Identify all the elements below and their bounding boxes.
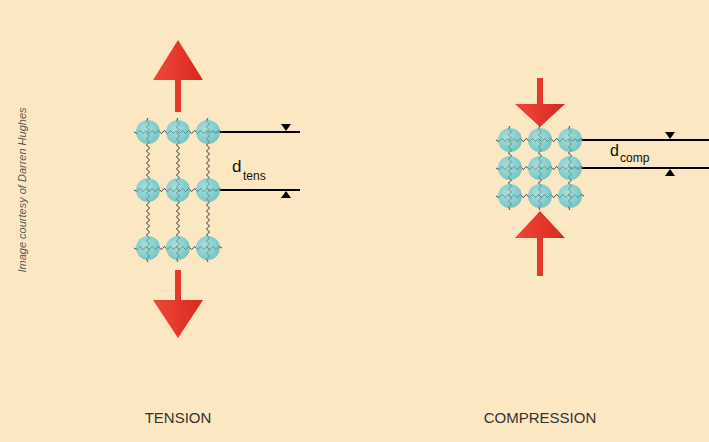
bond-spring bbox=[176, 118, 179, 262]
image-credit: Image courtesy of Darren Hughes bbox=[17, 107, 28, 272]
dimension-line bbox=[570, 167, 709, 169]
spacing-symbol: d bbox=[232, 158, 241, 175]
compression-lattice bbox=[496, 126, 584, 210]
bond-spring bbox=[538, 126, 541, 210]
panel-title: COMPRESSION bbox=[484, 410, 597, 425]
panel-title: TENSION bbox=[145, 410, 212, 425]
compression-force-arrow bbox=[515, 211, 565, 276]
spacing-symbol: d bbox=[610, 143, 619, 159]
bond-spring bbox=[206, 118, 209, 262]
bond-spring bbox=[508, 126, 511, 210]
spacing-dimension bbox=[208, 124, 300, 198]
dimension-arrowhead bbox=[665, 169, 675, 176]
spacing-subscript: comp bbox=[620, 152, 649, 164]
tension-lattice bbox=[134, 118, 222, 262]
spacing-dimension bbox=[570, 132, 709, 176]
tension-force-arrow bbox=[153, 40, 203, 112]
spacing-subscript: tens bbox=[243, 170, 266, 182]
bond-spring bbox=[568, 126, 571, 210]
dimension-arrowhead bbox=[665, 132, 675, 139]
dimension-line bbox=[570, 139, 709, 141]
dimension-arrowhead bbox=[281, 124, 291, 131]
dimension-arrowhead bbox=[281, 191, 291, 198]
tension-force-arrow bbox=[153, 270, 203, 338]
compression-force-arrow bbox=[515, 78, 565, 127]
bond-spring bbox=[146, 118, 149, 262]
